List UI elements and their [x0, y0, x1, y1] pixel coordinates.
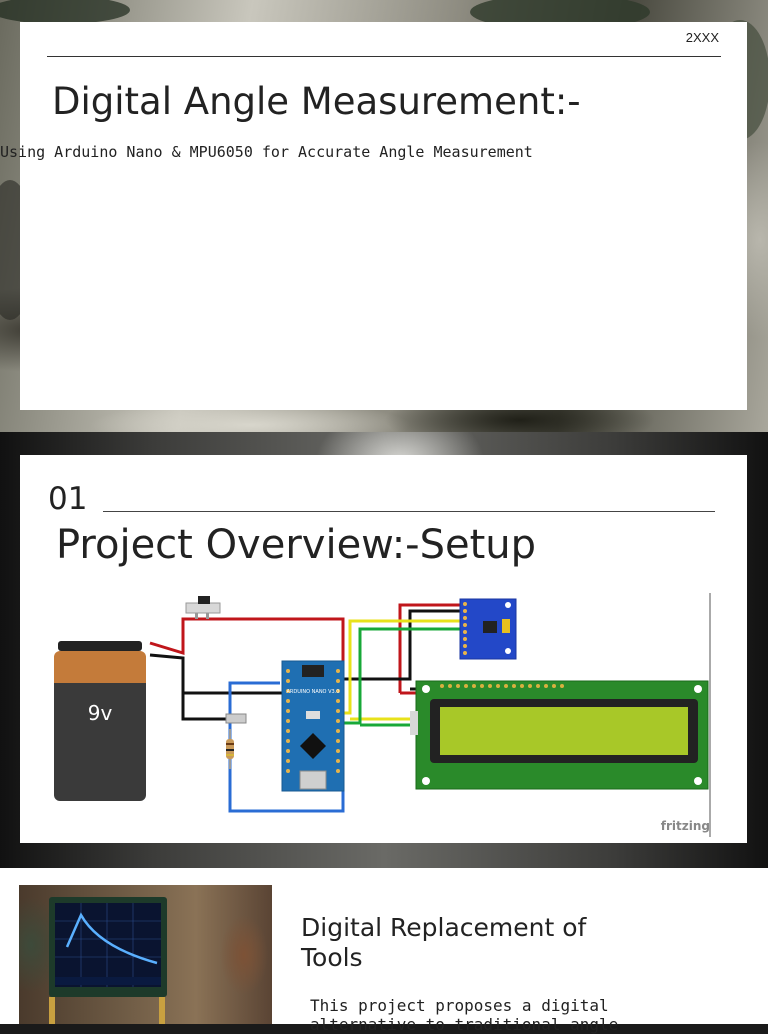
slide3: Digital Replacement of Tools This projec…	[0, 868, 768, 1034]
fritzing-watermark: fritzing	[661, 819, 710, 833]
page-title: Digital Angle Measurement:-	[52, 80, 581, 123]
title-card: 2XXX Digital Angle Measurement:-	[20, 22, 747, 410]
nano-label: ARDUINO NANO V3.0	[287, 689, 340, 695]
slide-number: 2XXX	[685, 30, 719, 45]
lcd-display	[410, 680, 709, 790]
resistor	[226, 729, 234, 769]
divider	[47, 56, 721, 57]
overview-card: 01 Project Overview:-Setup	[20, 455, 747, 843]
section-number: 01	[48, 481, 88, 517]
switch	[185, 596, 221, 619]
battery-9v: 9v	[54, 641, 146, 801]
page-subtitle: Using Arduino Nano & MPU6050 for Accurat…	[0, 143, 533, 161]
section-title: Project Overview:-Setup	[56, 522, 537, 568]
mpu6050-sensor	[459, 598, 517, 660]
arduino-nano: ARDUINO NANO V3.0	[281, 660, 345, 792]
section-body: This project proposes a digital alternat…	[310, 996, 619, 1034]
section-heading: Digital Replacement of Tools	[301, 913, 587, 972]
circuit-diagram: 9v	[54, 593, 711, 837]
device-photo	[19, 885, 272, 1024]
divider	[103, 511, 715, 512]
oscilloscope-screen-image	[49, 897, 167, 1024]
battery-label: 9v	[88, 701, 113, 725]
